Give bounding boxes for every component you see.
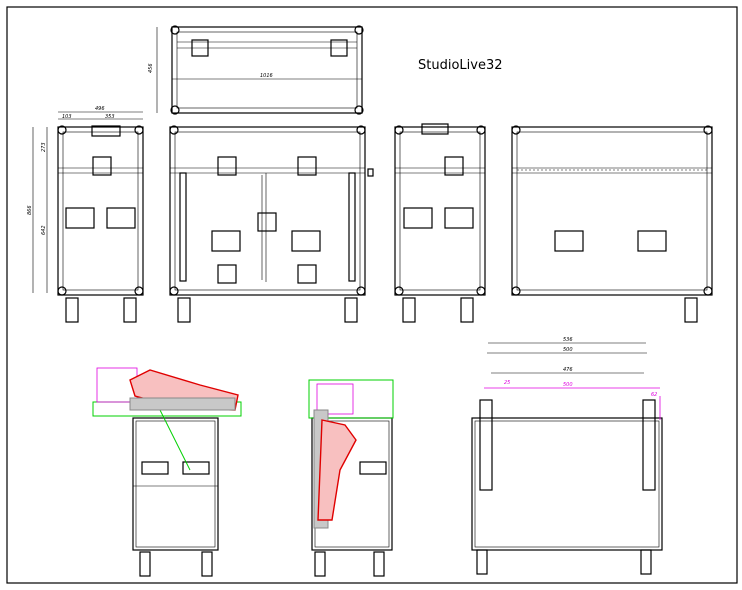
dim-top-height: 456	[148, 63, 154, 73]
sheet-border	[6, 6, 738, 584]
back-dimension-view: 536 500 476 500 25 62	[471, 337, 663, 575]
front-view	[169, 125, 374, 323]
dim-side-lower: 642	[41, 225, 47, 235]
dim-top-width: 1016	[260, 73, 273, 79]
left-side-view: 496 103 353 866 273 642	[27, 106, 144, 323]
dim-side-width: 496	[95, 106, 105, 112]
dim-back-mid: 500	[563, 347, 573, 353]
drawing-title: StudioLive32	[418, 58, 503, 73]
dim-side-b: 353	[105, 114, 115, 120]
dim-back-magenta-left: 25	[504, 380, 510, 386]
dim-side-a: 103	[62, 114, 72, 120]
dim-back-outer: 536	[563, 337, 573, 343]
dim-back-magenta: 500	[563, 382, 573, 388]
mixer-icon-b	[317, 419, 357, 521]
mixer-side-view-a	[92, 367, 242, 577]
dim-side-upper: 273	[41, 142, 47, 152]
mixer-side-view-b	[308, 379, 394, 577]
dim-back-magenta-right: 62	[651, 392, 657, 398]
back-view	[511, 125, 713, 323]
top-view: 456 1016	[148, 25, 364, 115]
right-side-view	[394, 123, 486, 323]
dim-side-height: 866	[27, 205, 33, 215]
dim-back-inner: 476	[563, 367, 573, 373]
